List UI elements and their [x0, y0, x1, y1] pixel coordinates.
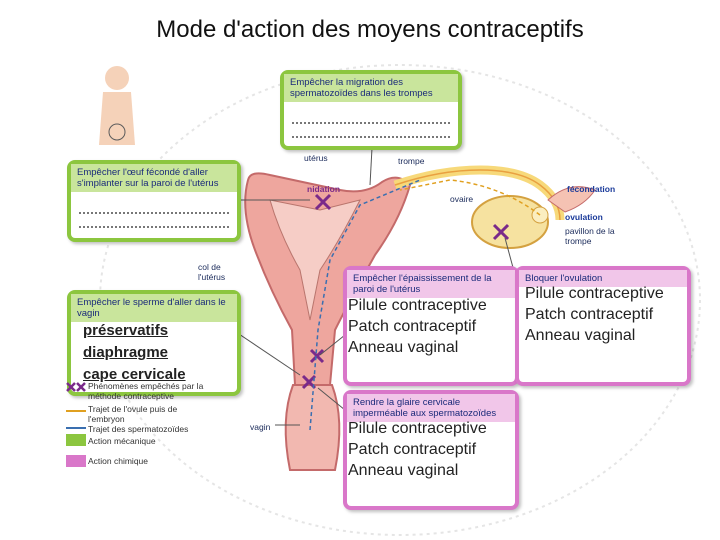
label-fecondation: fécondation [567, 184, 616, 194]
answer-pilule-1: Pilule contraceptive [348, 297, 487, 314]
vagina-shape [284, 384, 341, 471]
box-vagin-heading: Empêcher le sperme d'aller dans le vagin [71, 294, 237, 322]
box-epaississement: Empêcher l'épaississement de la paroi de… [343, 266, 519, 386]
label-vagin: vagin [250, 422, 271, 432]
box-implantation-heading: Empêcher l'œuf fécondé d'aller s'implant… [71, 164, 237, 192]
answer-line [79, 212, 229, 214]
page-title: Mode d'action des moyens contraceptifs [156, 16, 584, 43]
answer-line [292, 136, 450, 138]
box-implantation: Empêcher l'œuf fécondé d'aller s'implant… [67, 160, 241, 242]
legend-item-blocked: Phénomènes empêchés par la méthode contr… [88, 381, 204, 401]
answer-patch-3: Patch contraceptif [348, 441, 477, 458]
answer-anneau-3: Anneau vaginal [348, 462, 459, 479]
answer-line [292, 122, 450, 124]
label-nidation: nidation [307, 184, 341, 194]
answer-pilule-3: Pilule contraceptive [348, 420, 487, 437]
legend-item-ovule: Trajet de l'ovule puis de l'embryon [88, 404, 178, 424]
answer-anneau-1: Anneau vaginal [348, 339, 459, 356]
answer-anneau-2: Anneau vaginal [525, 327, 636, 344]
label-ovulation: ovulation [565, 212, 603, 222]
blocked-cross-icons [301, 193, 510, 390]
box-vagin: Empêcher le sperme d'aller dans le vagin [67, 290, 241, 396]
legend-item-mechanical: Action mécanique [88, 436, 156, 446]
label-col: col de l'utérus [198, 262, 226, 282]
box-ovulation: Bloquer l'ovulation [515, 266, 691, 386]
answer-diaphragme: diaphragme [83, 344, 169, 361]
box-glaire: Rendre la glaire cervicale imperméable a… [343, 390, 519, 510]
body-silhouette-icon [99, 66, 135, 145]
answer-preservatifs: préservatifs [83, 322, 169, 339]
answer-line [79, 226, 229, 228]
answer-pilule-2: Pilule contraceptive [525, 285, 664, 302]
label-pavillon: pavillon de la trompe [565, 226, 615, 246]
label-trompe: trompe [398, 156, 425, 166]
box-ovulation-heading: Bloquer l'ovulation [519, 270, 687, 287]
label-ovaire: ovaire [450, 194, 474, 204]
answer-cape-cervicale: cape cervicale [83, 366, 186, 383]
label-uterus: utérus [304, 153, 328, 163]
answer-patch-2: Patch contraceptif [525, 306, 654, 323]
answer-patch-1: Patch contraceptif [348, 318, 477, 335]
legend-swatches [66, 382, 86, 467]
legend-item-sperm: Trajet des spermatozoïdes [88, 424, 189, 434]
box-migration: Empêcher la migration des spermatozoïdes… [280, 70, 462, 150]
box-migration-heading: Empêcher la migration des spermatozoïdes… [284, 74, 458, 102]
box-glaire-heading: Rendre la glaire cervicale imperméable a… [347, 394, 515, 422]
legend-item-chemical: Action chimique [88, 456, 149, 466]
box-epaississement-heading: Empêcher l'épaississement de la paroi de… [347, 270, 515, 298]
